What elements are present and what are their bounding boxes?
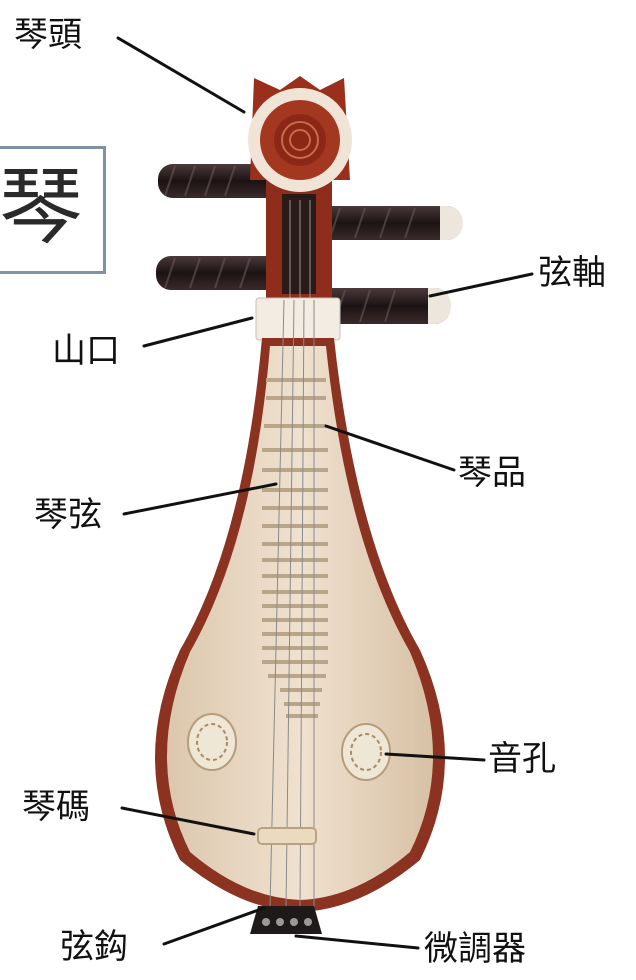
frets xyxy=(262,378,328,718)
leader-qinma xyxy=(120,806,256,836)
strings xyxy=(269,299,315,909)
leader-xianzhou xyxy=(428,272,534,298)
label-shankou: 山口 xyxy=(52,331,120,371)
label-qinma: 琴碼 xyxy=(22,787,90,827)
head-ornament xyxy=(248,76,352,192)
label-qintou: 琴頭 xyxy=(14,15,82,55)
peg-lower-left xyxy=(156,256,290,290)
tailpiece xyxy=(250,906,322,934)
label-qinpin: 琴品 xyxy=(458,453,526,493)
cropped-title-text: 琴 xyxy=(0,158,83,256)
nut xyxy=(255,297,341,341)
label-yinkong: 音孔 xyxy=(488,739,556,779)
label-qinxian: 琴弦 xyxy=(34,495,102,535)
leader-xiangou xyxy=(162,906,266,946)
leader-qinxian xyxy=(122,482,278,516)
label-weitiaoqi: 微調器 xyxy=(424,929,526,969)
leader-yinkong xyxy=(384,752,486,762)
pegbox xyxy=(266,176,332,306)
label-xianzhou: 弦軸 xyxy=(538,253,606,293)
leader-lines xyxy=(116,36,534,950)
tuning-pegs xyxy=(156,164,463,324)
peg-lower-right xyxy=(318,288,450,324)
leader-weitiaoqi xyxy=(294,934,420,950)
leader-qintou xyxy=(116,36,246,114)
sound-holes xyxy=(187,713,391,781)
peg-upper-right-tip xyxy=(440,206,463,240)
leader-shankou xyxy=(142,316,254,348)
leader-qinpin xyxy=(324,424,456,472)
label-xiangou: 弦鈎 xyxy=(60,927,128,967)
bridge xyxy=(257,827,317,845)
peg-lower-right-tip xyxy=(428,288,451,324)
cropped-title-box: 琴 xyxy=(0,146,106,274)
